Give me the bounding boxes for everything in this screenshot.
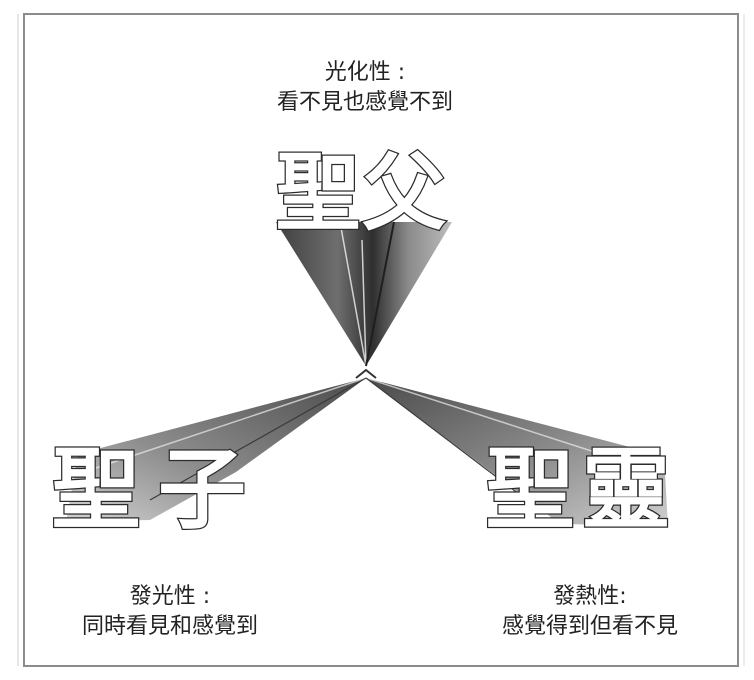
father-label-line2: 看不見也感覺不到 <box>276 90 453 115</box>
son-label-line2: 同時看見和感覺到 <box>81 614 258 639</box>
son-caption: 發光性 : 同時看見和感覺到 <box>40 582 300 642</box>
spirit-label-line1: 發熱性: <box>553 584 627 609</box>
beam-son <box>66 378 366 522</box>
title-son: 聖子 <box>52 437 264 541</box>
beam-spirit <box>366 378 668 526</box>
spirit-caption: 發熱性: 感覺得到但看不見 <box>460 582 720 642</box>
spirit-label-line2: 感覺得到但看不見 <box>501 614 678 639</box>
father-caption: 光化性 : 看不見也感覺不到 <box>240 58 490 118</box>
father-label-line1: 光化性 : <box>324 60 406 85</box>
title-spirit: 聖靈 <box>486 437 678 541</box>
title-father: 聖父 <box>276 143 448 242</box>
son-label-line1: 發光性 : <box>129 584 211 609</box>
